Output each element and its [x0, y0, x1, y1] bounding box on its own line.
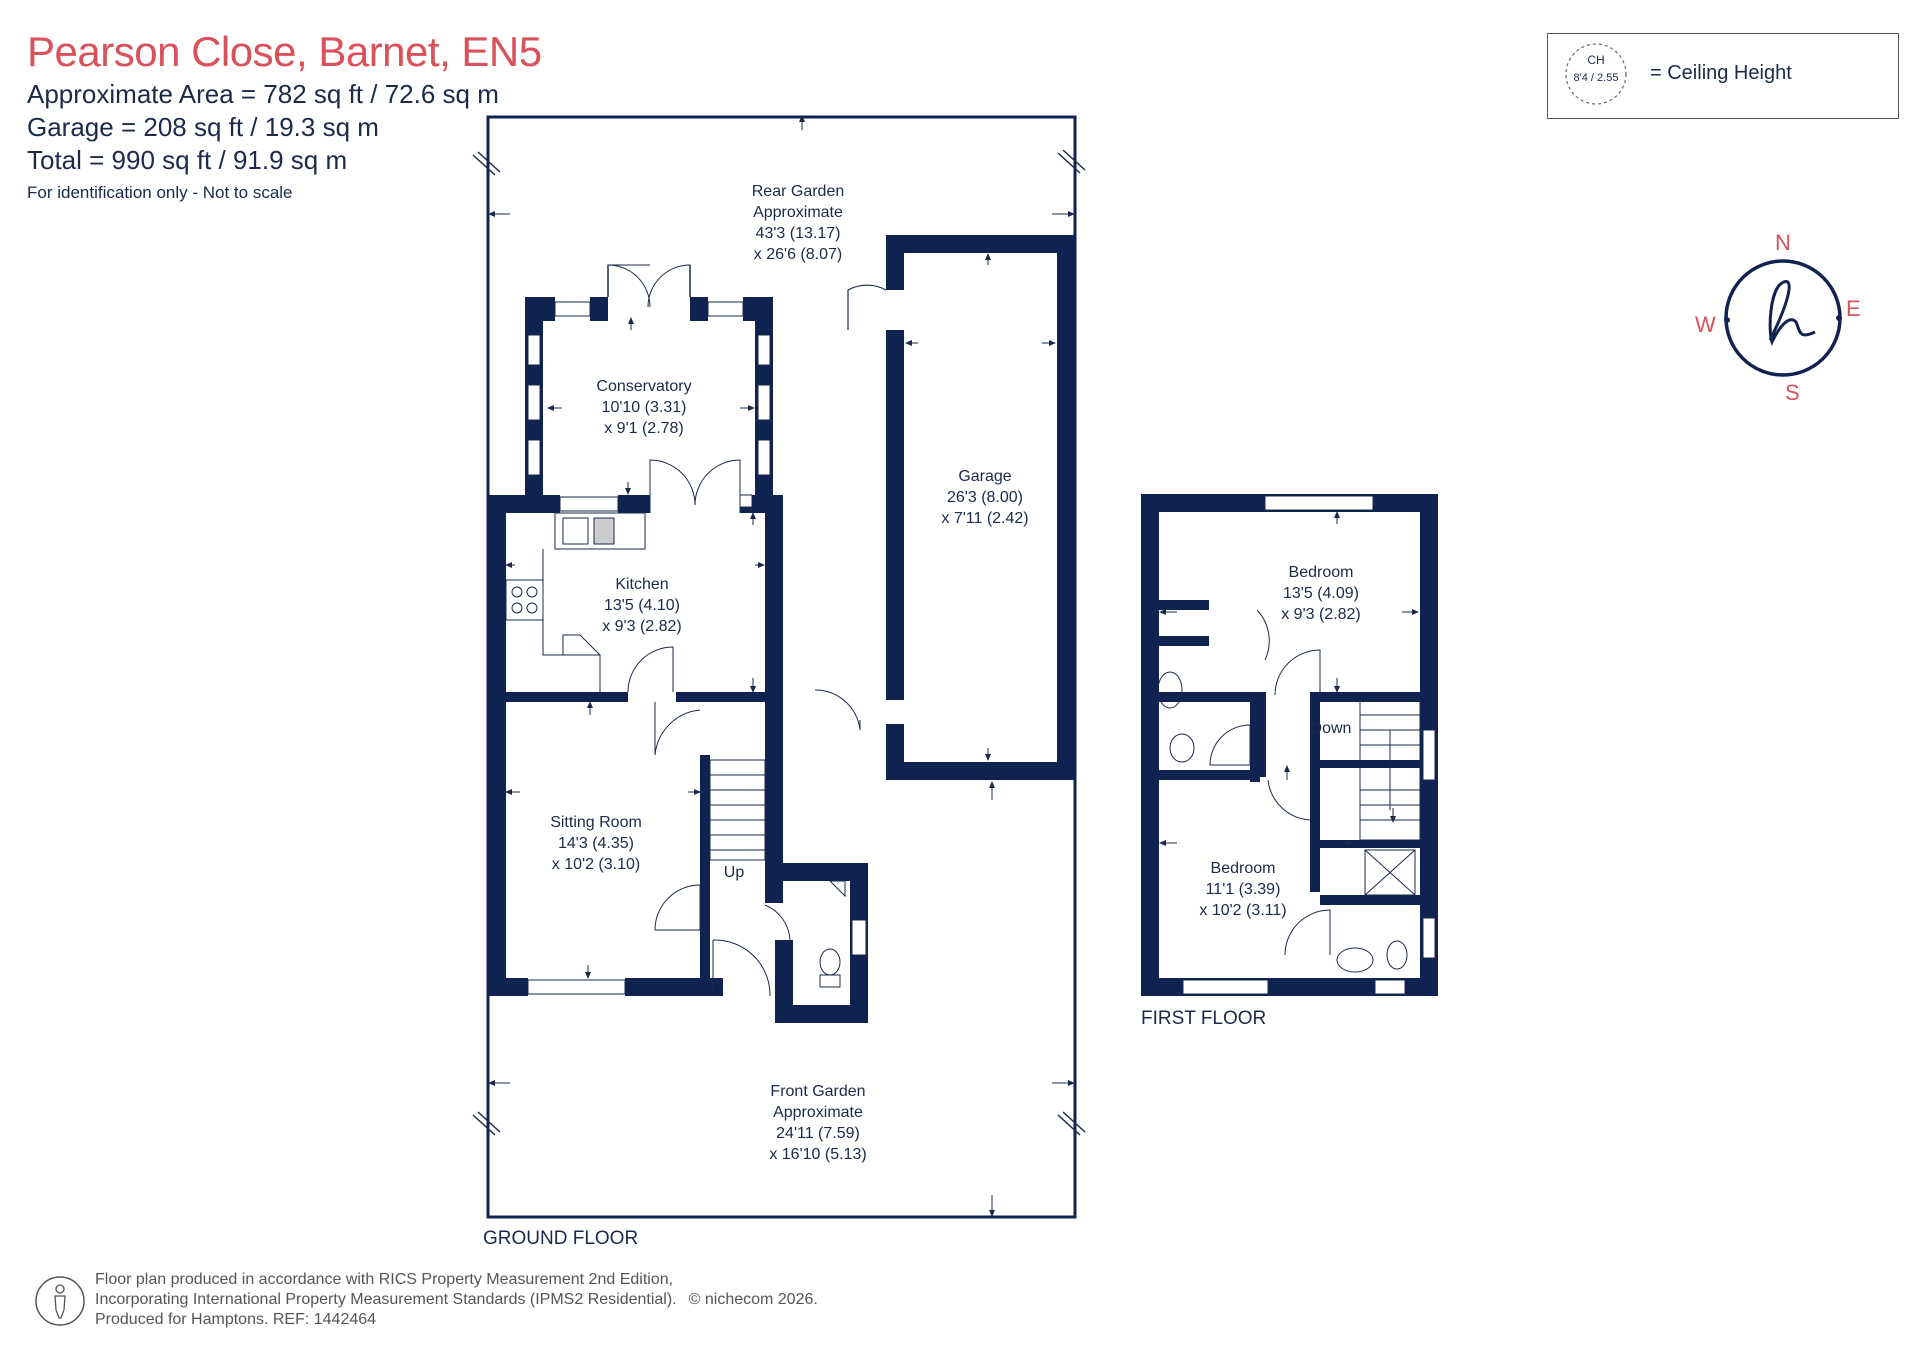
- bedroom1-name: Bedroom: [1289, 564, 1354, 581]
- garage-dim2: x 7'11 (2.42): [941, 510, 1028, 527]
- legend-text: = Ceiling Height: [1650, 62, 1792, 84]
- bedroom1-dim1: 13'5 (4.09): [1283, 585, 1359, 602]
- rear-garden-dim1: 43'3 (13.17): [756, 225, 841, 242]
- garage-area: Garage = 208 sq ft / 19.3 sq m: [27, 112, 379, 143]
- approximate-area: Approximate Area = 782 sq ft / 72.6 sq m: [27, 79, 499, 110]
- stairs-up-label: Up: [724, 864, 745, 881]
- compass-n: N: [1775, 230, 1791, 255]
- footer-line2: Incorporating International Property Mea…: [95, 1291, 677, 1308]
- compass-s: S: [1785, 380, 1800, 405]
- header: Pearson Close, Barnet, EN5 Approximate A…: [27, 28, 542, 203]
- scale-note: For identification only - Not to scale: [27, 183, 293, 203]
- bedroom2-dim1: 11'1 (3.39): [1206, 881, 1281, 898]
- front-garden-dim1: 24'11 (7.59): [776, 1125, 860, 1142]
- rear-garden-name: Rear Garden: [752, 183, 845, 200]
- conservatory-name: Conservatory: [596, 378, 691, 395]
- footer: Floor plan produced in accordance with R…: [95, 1270, 818, 1330]
- kitchen-dim2: x 9'3 (2.82): [602, 618, 682, 635]
- ceiling-height-legend: CH 8'4 / 2.55 = Ceiling Height: [1547, 33, 1899, 119]
- sitting-room-dim1: 14'3 (4.35): [558, 835, 634, 852]
- compass-w: W: [1695, 312, 1716, 337]
- rear-garden-approx: Approximate: [753, 204, 843, 221]
- person-icon: [35, 1276, 85, 1326]
- front-garden-approx: Approximate: [773, 1104, 863, 1121]
- kitchen-name: Kitchen: [615, 576, 668, 593]
- garage-name: Garage: [958, 468, 1011, 485]
- front-garden-dim2: x 16'10 (5.13): [769, 1146, 866, 1163]
- sitting-room-name: Sitting Room: [550, 814, 642, 831]
- sitting-room-dim2: x 10'2 (3.10): [552, 856, 640, 873]
- front-garden-name: Front Garden: [770, 1083, 865, 1100]
- bedroom1-dim2: x 9'3 (2.82): [1281, 606, 1361, 623]
- bedroom2-name: Bedroom: [1211, 860, 1276, 877]
- compass-e: E: [1846, 296, 1861, 321]
- garage-dim1: 26'3 (8.00): [947, 489, 1023, 506]
- bedroom2-dim2: x 10'2 (3.11): [1199, 902, 1286, 919]
- first-floor-plan: Bedroom 13'5 (4.09) x 9'3 (2.82) Bedroom…: [1141, 494, 1438, 1029]
- ground-floor-label: GROUND FLOOR: [483, 1228, 638, 1249]
- first-floor-label: FIRST FLOOR: [1141, 1008, 1266, 1029]
- ground-floor-plan: Rear Garden Approximate 43'3 (13.17) x 2…: [472, 115, 1086, 1249]
- compass-icon: N E S W: [1695, 230, 1861, 405]
- footer-copyright: © nichecom 2026.: [688, 1291, 818, 1308]
- footer-line1: Floor plan produced in accordance with R…: [95, 1271, 674, 1288]
- kitchen-dim1: 13'5 (4.10): [604, 597, 680, 614]
- stairs-down-label: Down: [1311, 720, 1352, 737]
- rear-garden-dim2: x 26'6 (8.07): [754, 246, 842, 263]
- conservatory-dim2: x 9'1 (2.78): [604, 420, 684, 437]
- ceiling-height-icon: CH 8'4 / 2.55: [1565, 43, 1627, 105]
- ch-value: 8'4 / 2.55: [1574, 72, 1619, 84]
- property-title: Pearson Close, Barnet, EN5: [27, 28, 542, 75]
- footer-line3: Produced for Hamptons. REF: 1442464: [95, 1311, 377, 1328]
- ch-label: CH: [1587, 53, 1604, 67]
- conservatory-dim1: 10'10 (3.31): [602, 399, 687, 416]
- total-area: Total = 990 sq ft / 91.9 sq m: [27, 145, 348, 176]
